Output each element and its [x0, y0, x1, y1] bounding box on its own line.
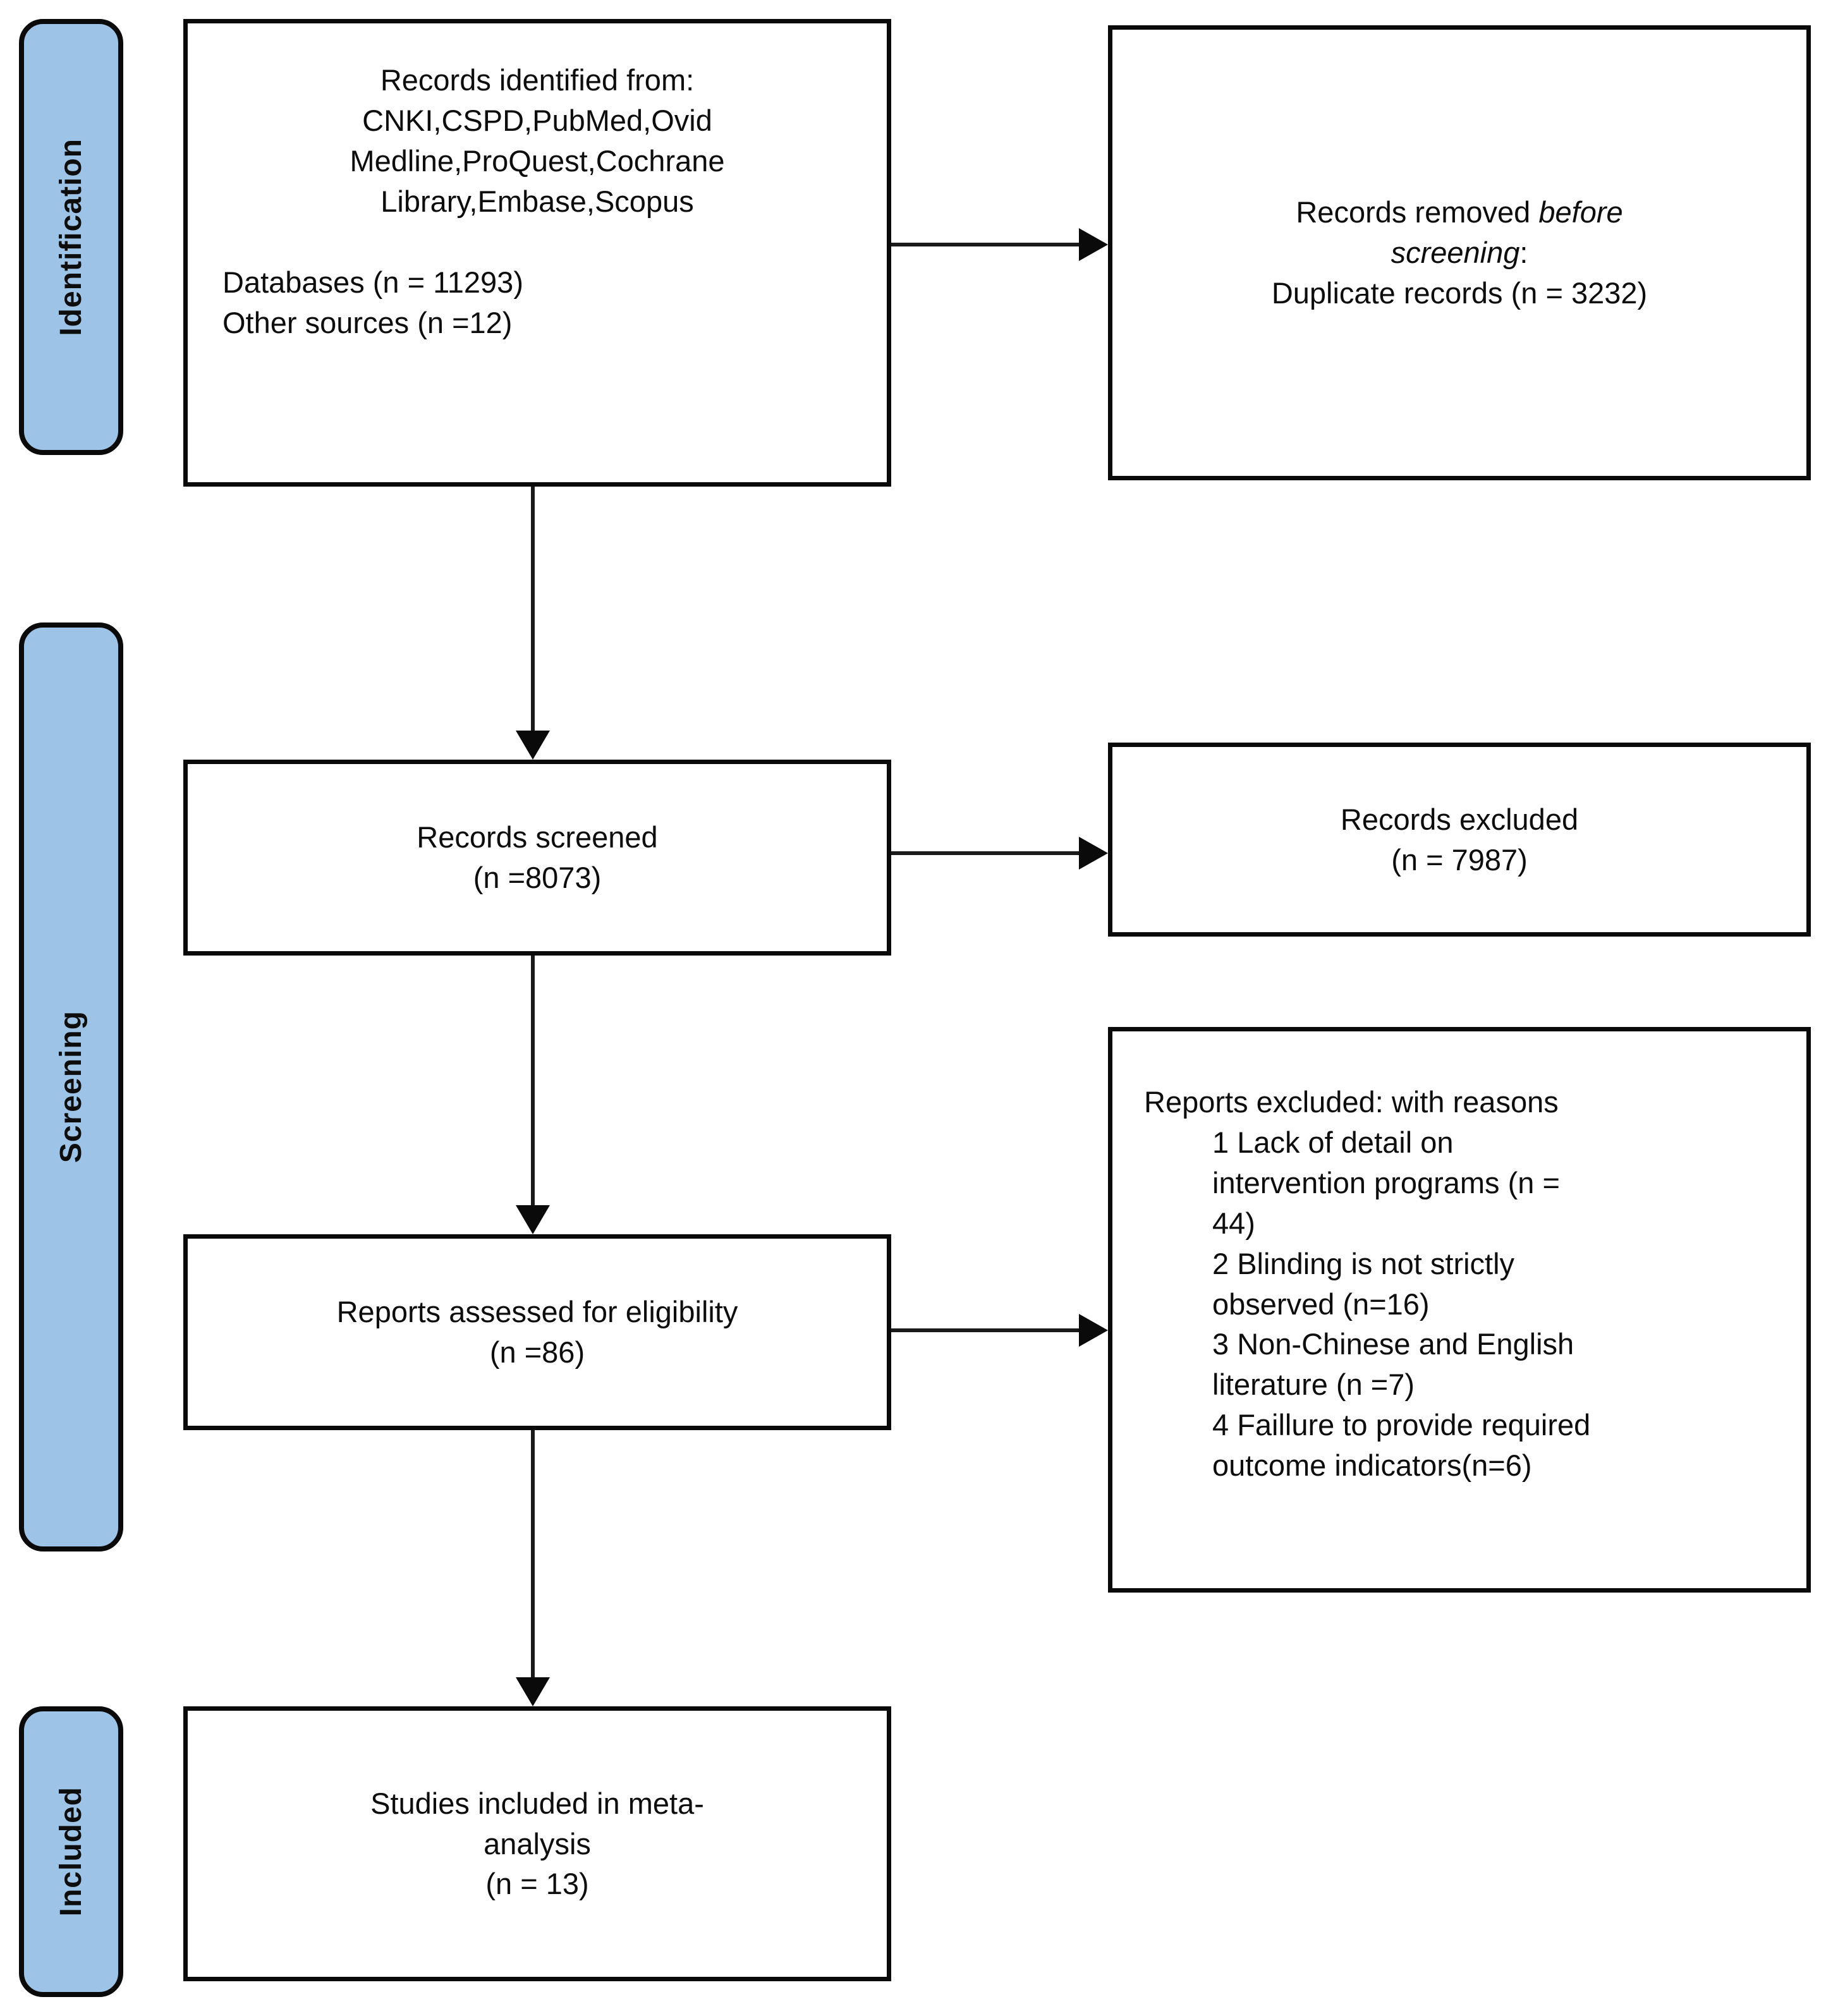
- records-removed-line2-normal: :: [1519, 236, 1528, 270]
- records-removed-line3: Duplicate records (n = 3232): [1271, 276, 1648, 310]
- stage-bar-identification: Identification: [19, 19, 123, 455]
- studies-included-text: Studies included in meta- analysis (n = …: [370, 1786, 704, 1901]
- records-screened-text: Records screened (n =8073): [417, 820, 658, 894]
- arrow-assessed-to-included-head-icon: [516, 1677, 550, 1706]
- box-records-screened: Records screened (n =8073): [183, 760, 891, 956]
- reason-item-4: 4 Faillure to provide required outcome i…: [1212, 1408, 1591, 1483]
- box-records-removed: Records removed before screening: Duplic…: [1108, 25, 1811, 480]
- reason-item-2: 2 Blinding is not strictly observed (n=1…: [1212, 1246, 1515, 1321]
- arrow-screened-to-excluded-line: [891, 851, 1081, 855]
- stage-label-screening: Screening: [54, 1011, 88, 1163]
- reason-item-3: 3 Non-Chinese and English literature (n …: [1212, 1327, 1574, 1402]
- records-identified-sources-text: Records identified from: CNKI,CSPD,PubMe…: [350, 63, 725, 218]
- box-studies-included: Studies included in meta- analysis (n = …: [183, 1706, 891, 1981]
- arrow-identified-to-removed-line: [891, 243, 1081, 246]
- arrow-identified-to-removed-head-icon: [1079, 228, 1108, 261]
- records-excluded-text: Records excluded (n = 7987): [1340, 802, 1579, 877]
- reason-item-1: 1 Lack of detail on intervention program…: [1212, 1125, 1560, 1240]
- stage-label-included: Included: [54, 1787, 88, 1917]
- records-removed-line1-italic: before: [1538, 195, 1623, 229]
- arrow-screened-to-assessed-head-icon: [516, 1205, 550, 1234]
- stage-label-identification: Identification: [54, 138, 88, 336]
- stage-bar-included: Included: [19, 1706, 123, 1997]
- arrow-screened-to-excluded-head-icon: [1079, 837, 1108, 870]
- box-records-excluded: Records excluded (n = 7987): [1108, 743, 1811, 937]
- box-reports-excluded-reasons: Reports excluded: with reasons 1 Lack of…: [1108, 1027, 1811, 1593]
- arrow-assessed-to-reasons-head-icon: [1079, 1314, 1108, 1347]
- arrow-assessed-to-included-line: [531, 1430, 535, 1679]
- arrow-identified-to-screened-head-icon: [516, 731, 550, 760]
- arrow-assessed-to-reasons-line: [891, 1328, 1081, 1332]
- reasons-title: Reports excluded: with reasons: [1144, 1085, 1559, 1119]
- records-identified-counts-text: Databases (n = 11293) Other sources (n =…: [222, 265, 523, 339]
- records-removed-line2-italic: screening: [1391, 236, 1520, 270]
- records-removed-line1-normal: Records removed: [1296, 195, 1539, 229]
- records-removed-line1: Records removed before: [1296, 192, 1622, 233]
- records-removed-line2: screening:: [1391, 233, 1528, 273]
- stage-bar-screening: Screening: [19, 622, 123, 1551]
- reports-assessed-text: Reports assessed for eligibility (n =86): [336, 1295, 738, 1369]
- box-records-identified: Records identified from: CNKI,CSPD,PubMe…: [183, 19, 891, 487]
- arrow-screened-to-assessed-line: [531, 956, 535, 1207]
- arrow-identified-to-screened-line: [531, 487, 535, 733]
- box-reports-assessed: Reports assessed for eligibility (n =86): [183, 1234, 891, 1430]
